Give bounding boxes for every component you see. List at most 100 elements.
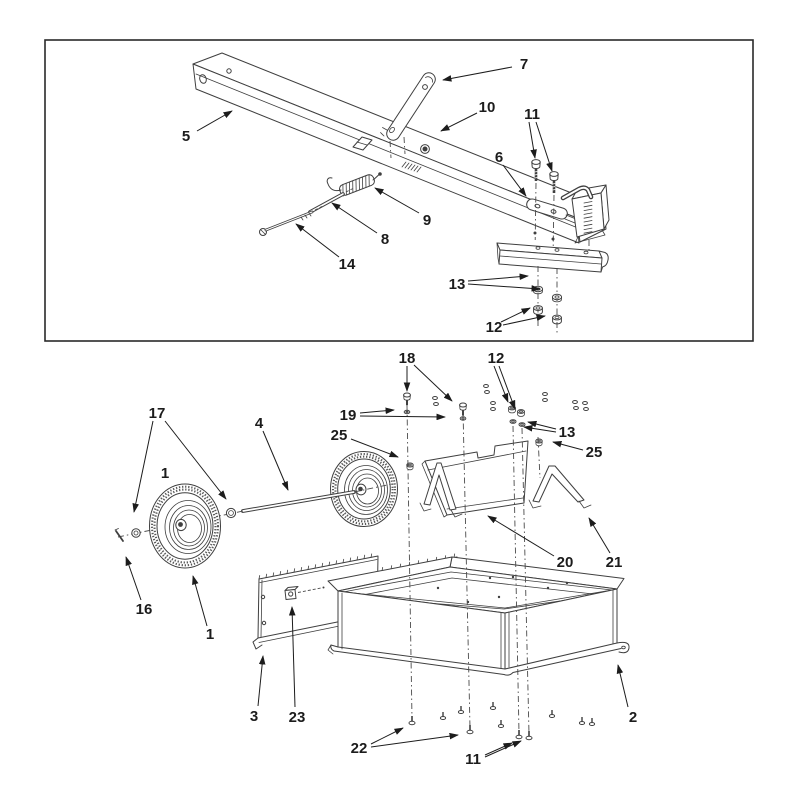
cotter-pin-part-16	[114, 528, 124, 542]
part-label-9: 9	[374, 187, 431, 229]
part-number-text: 13	[559, 424, 576, 441]
part-label-10: 10	[440, 99, 496, 132]
part-label-6: 6	[495, 149, 527, 197]
leader-arrow	[359, 413, 446, 421]
leader-arrow	[467, 283, 541, 292]
part-number-text: 16	[136, 601, 153, 618]
leader-arrow	[487, 515, 555, 557]
bolt-part-14	[259, 205, 324, 236]
nut-part-25b	[535, 438, 543, 447]
bushing-part-17b	[225, 507, 237, 519]
part-label-17: 17	[132, 405, 227, 513]
part-number-text: 19	[340, 407, 357, 424]
nut-part-25a	[406, 462, 414, 471]
leader-arrow	[535, 121, 553, 172]
leader-arrow	[288, 606, 296, 708]
spring-part-9	[326, 173, 381, 197]
leader-arrow	[370, 727, 404, 745]
leader-arrow	[528, 121, 537, 159]
part-label-2: 2	[616, 664, 637, 726]
handle-part-7	[380, 72, 436, 159]
bolt-part-22b	[466, 725, 474, 735]
leader-arrow	[132, 420, 154, 513]
part-label-21: 21	[588, 517, 623, 571]
channel-rail	[496, 242, 609, 273]
part-number-text: 8	[381, 231, 389, 248]
leader-arrow	[498, 365, 516, 410]
bolt-part-11a	[515, 730, 523, 740]
part-label-12: 12	[486, 307, 546, 336]
part-number-text: 21	[606, 554, 623, 571]
loose-nuts	[432, 384, 589, 411]
part-number-text: 20	[557, 554, 574, 571]
part-number-text: 17	[149, 405, 166, 422]
rod-part-8	[308, 188, 354, 214]
nut-part-12b	[517, 409, 525, 417]
latch-spring-hatch	[583, 201, 593, 234]
part-label-1: 1	[192, 575, 214, 643]
leader-arrow	[196, 110, 233, 132]
pin-part-10	[420, 144, 430, 154]
part-number-text: 9	[423, 212, 431, 229]
part-number-text: 12	[488, 350, 505, 367]
leader-arrow	[588, 517, 611, 554]
washer-part-13b	[518, 422, 526, 427]
leader-arrow	[331, 202, 378, 234]
loose-bolts	[439, 702, 596, 728]
leader-arrow	[295, 223, 340, 258]
part-label-7: 7	[442, 56, 528, 82]
part-number-text: 11	[524, 106, 540, 123]
bolt-part-18a	[403, 392, 411, 406]
dash-lines	[406, 405, 541, 735]
part-number-text: 22	[351, 740, 368, 757]
leader-arrow	[502, 314, 546, 326]
part-label-5: 5	[182, 110, 233, 145]
part-label-19: 19	[340, 407, 446, 424]
part-number-text: 1	[206, 626, 214, 643]
leader-arrow	[467, 273, 529, 282]
box-floor-holes	[436, 575, 569, 604]
wheel-rear	[330, 451, 398, 527]
square-nut-part-23	[284, 586, 325, 600]
leader-arrow	[523, 425, 557, 433]
part-number-text: 23	[289, 709, 306, 726]
leader-arrow	[493, 365, 509, 403]
part-label-11: 11	[524, 106, 553, 172]
leader-arrow	[502, 164, 527, 197]
part-label-16: 16	[125, 556, 153, 618]
part-number-text: 25	[331, 427, 348, 444]
bolt-part-22a	[408, 716, 416, 726]
part-number-text: 6	[495, 149, 503, 166]
part-number-text: 1	[161, 465, 169, 482]
washer-part-17a	[131, 528, 141, 538]
washer-part-13a	[509, 419, 517, 424]
leader-arrow	[192, 575, 208, 627]
leader-arrow	[552, 440, 584, 451]
guard-part-20	[419, 440, 529, 518]
part-number-text: 10	[479, 99, 496, 116]
beam-slot-hatch	[401, 161, 422, 173]
part-label-13: 13	[449, 273, 541, 293]
part-number-text: 18	[399, 350, 416, 367]
leader-arrow	[500, 307, 531, 323]
part-label-1: 1	[161, 465, 169, 482]
leader-arrow	[413, 364, 453, 402]
leader-arrow	[440, 112, 478, 132]
part-label-12: 12	[488, 350, 516, 410]
box-part-2	[327, 556, 630, 676]
part-number-text: 3	[250, 708, 258, 725]
leader-arrow	[359, 407, 395, 415]
leader-arrow	[262, 430, 289, 491]
part-label-18: 18	[399, 350, 453, 402]
leader-arrow	[442, 66, 513, 82]
part-number-text: 13	[449, 276, 466, 293]
leader-arrow	[370, 732, 459, 748]
part-label-4: 4	[255, 415, 289, 491]
top-panel-border	[44, 39, 754, 342]
leader-arrow	[164, 420, 227, 500]
leader-arrow	[616, 664, 629, 708]
part-number-text: 2	[629, 709, 637, 726]
